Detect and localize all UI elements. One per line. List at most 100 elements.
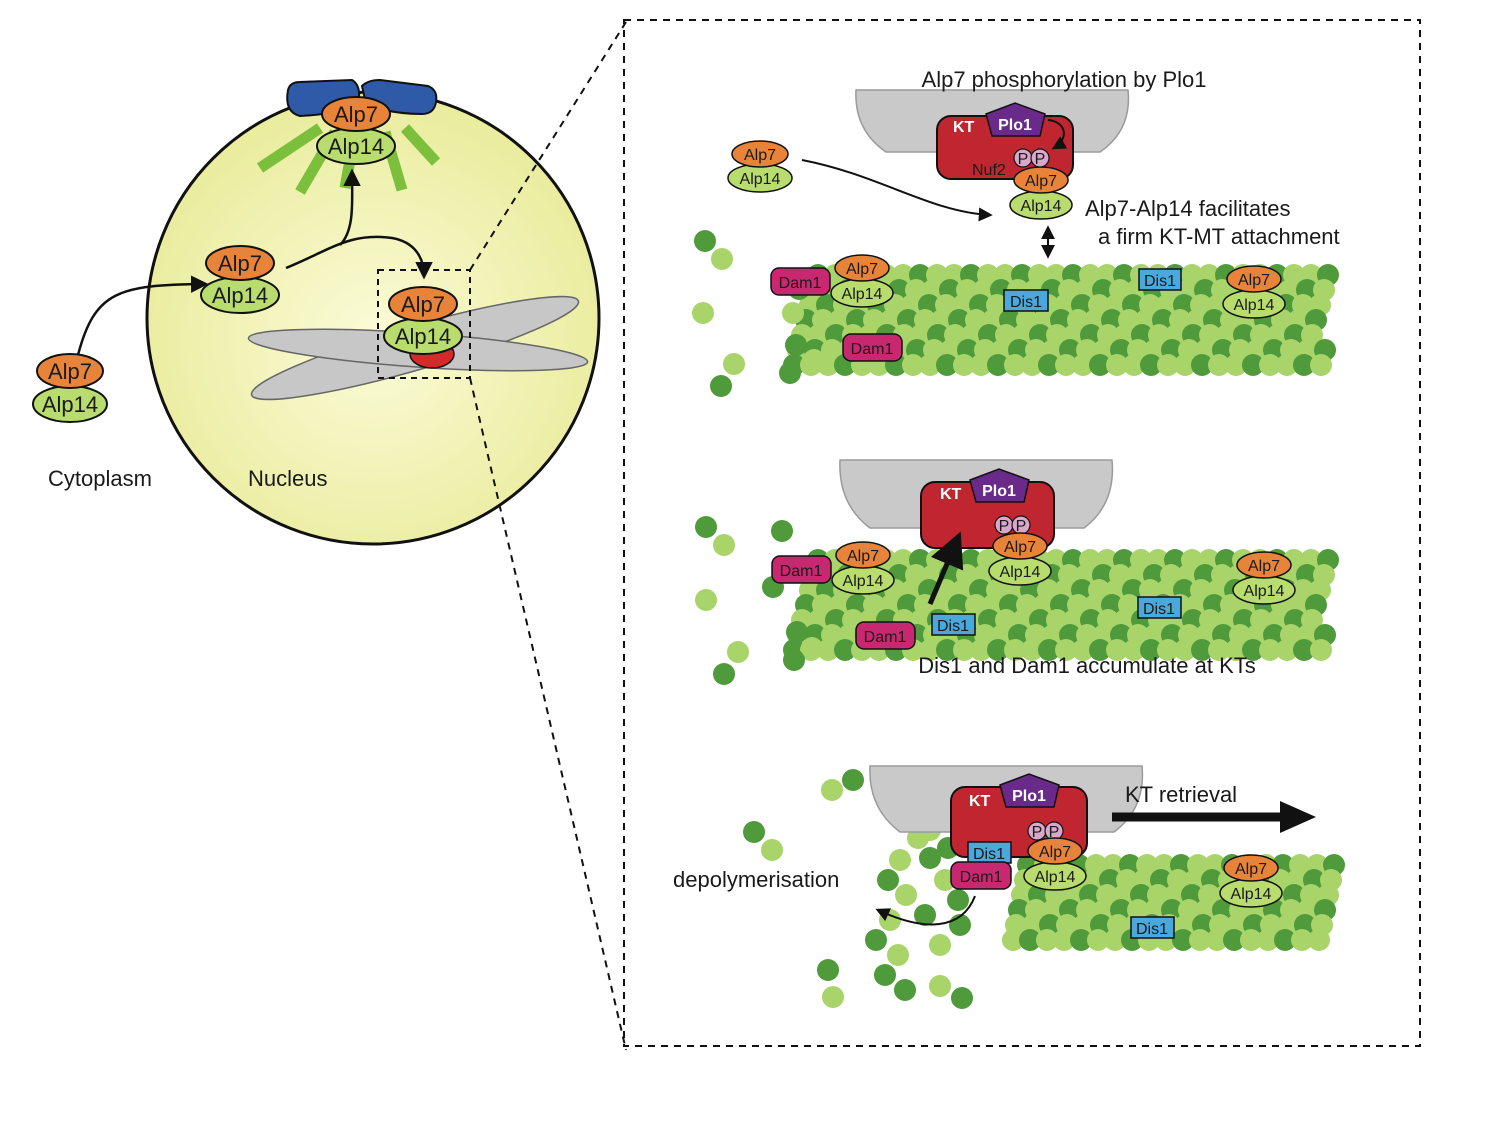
tubulin-subunit <box>951 987 973 1009</box>
tubulin-subunit <box>713 663 735 685</box>
tubulin-subunit <box>1225 354 1247 376</box>
phospho-label: P <box>1049 824 1060 841</box>
alp-complex-mt3-b: Alp7 Alp14 <box>1219 854 1283 908</box>
tubulin-subunit <box>803 349 825 371</box>
alp7-label: Alp7 <box>1238 272 1270 289</box>
plo1-pentagon-1 <box>985 102 1046 137</box>
tubulin-subunit <box>1259 639 1281 661</box>
tubulin-subunit <box>1274 929 1296 951</box>
panel-accumulation: KT Plo1 P P Alp7 Alp14 Dam1 Dam1 Dis1 <box>695 459 1339 685</box>
caption-depolymerisation: depolymerisation <box>673 867 839 892</box>
tubulin-subunit <box>1106 639 1128 661</box>
dis1-label: Dis1 <box>1144 273 1176 290</box>
tubulin-subunit <box>947 889 969 911</box>
tubulin-subunit <box>1242 354 1264 376</box>
tubulin-subunit <box>711 248 733 270</box>
alp-complex-mt1-a: Alp7 Alp14 <box>830 254 894 308</box>
arrow-to-kinetochore <box>285 235 433 280</box>
tubulin-subunit <box>779 362 801 384</box>
alp14-label: Alp14 <box>843 573 884 590</box>
plo1-label: Plo1 <box>982 483 1016 500</box>
dis1-label: Dis1 <box>1143 601 1175 618</box>
alp7-label: Alp7 <box>1248 558 1280 575</box>
plo1-label: Plo1 <box>1012 788 1046 805</box>
phospho-label: P <box>1016 518 1027 535</box>
dam1-label: Dam1 <box>780 563 823 580</box>
tubulin-subunit <box>786 621 808 643</box>
tubulin-subunit <box>1157 354 1179 376</box>
free-tubulin-1 <box>692 230 825 397</box>
alp14-label: Alp14 <box>212 283 268 308</box>
tubulin-subunit <box>929 934 951 956</box>
tubulin-subunit <box>821 779 843 801</box>
free-tubulin-3 <box>743 769 973 1009</box>
tubulin-subunit <box>1021 354 1043 376</box>
tubulin-subunit <box>1004 354 1026 376</box>
alp7-label: Alp7 <box>401 292 445 317</box>
tubulin-subunit <box>1055 354 1077 376</box>
tubulin-subunit <box>953 354 975 376</box>
tubulin-subunit <box>692 302 714 324</box>
alp-complex-panel1-kt: Alp7 Alp14 <box>1009 166 1073 220</box>
panel-retrieval: KT Plo1 P P Alp7 Alp14 Dis1 Dam1 Dis1 <box>673 765 1345 1009</box>
dis1-tag: Dis1 <box>967 841 1012 864</box>
dis1-label: Dis1 <box>973 846 1005 863</box>
alp7-label: Alp7 <box>48 359 92 384</box>
free-tubulin-2 <box>695 516 823 685</box>
tubulin-subunit <box>785 334 807 356</box>
tubulin-subunit <box>822 986 844 1008</box>
tubulin-subunit <box>1140 354 1162 376</box>
phospho-group-3: P P <box>1027 821 1064 841</box>
dam1-tag: Dam1 <box>771 555 832 584</box>
dis1-label: Dis1 <box>1010 294 1042 311</box>
tubulin-subunit <box>694 230 716 252</box>
dam1-label: Dam1 <box>864 629 907 646</box>
tubulin-subunit <box>817 959 839 981</box>
dam1-label: Dam1 <box>779 275 822 292</box>
dam1-tag: Dam1 <box>842 333 903 362</box>
tubulin-subunit <box>1053 929 1075 951</box>
alp7-label: Alp7 <box>847 548 879 565</box>
tubulin-subunit <box>1019 929 1041 951</box>
kt-label: KT <box>969 793 991 810</box>
caption-retrieval: KT retrieval <box>1125 782 1237 807</box>
tubulin-subunit <box>1004 639 1026 661</box>
tubulin-subunit <box>1021 639 1043 661</box>
phospho-label: P <box>999 518 1010 535</box>
tubulin-subunit <box>1242 639 1264 661</box>
tubulin-subunit <box>1189 929 1211 951</box>
tubulin-subunit <box>783 649 805 671</box>
kt-label: KT <box>940 486 962 503</box>
alp-complex-entering: Alp7 Alp14 <box>200 245 280 314</box>
tubulin-subunit <box>1257 929 1279 951</box>
tubulin-subunit <box>919 639 941 661</box>
tubulin-subunit <box>695 589 717 611</box>
tubulin-subunit <box>1223 929 1245 951</box>
tubulin-subunit <box>1310 639 1332 661</box>
alp14-label: Alp14 <box>842 286 883 303</box>
alp7-label: Alp7 <box>218 251 262 276</box>
caption-accumulate: Dis1 and Dam1 accumulate at KTs <box>918 653 1256 678</box>
depolymerisation-arrow <box>875 895 976 926</box>
tubulin-subunit <box>782 302 804 324</box>
tubulin-subunit <box>1240 929 1262 951</box>
phospho-group-1: P P <box>1013 148 1050 168</box>
alp14-label: Alp14 <box>1231 886 1272 903</box>
alp-complex-mt1-b: Alp7 Alp14 <box>1222 265 1286 319</box>
alp-complex-panel1-free: Alp7 Alp14 <box>727 140 793 193</box>
alp-complex-cytoplasm: Alp7 Alp14 <box>32 353 108 423</box>
tubulin-subunit <box>1070 929 1092 951</box>
tubulin-subunit <box>1038 639 1060 661</box>
tubulin-subunit <box>1259 354 1281 376</box>
alp-complex-kinetochore: Alp7 Alp14 <box>383 286 463 355</box>
tubulin-subunit <box>1036 929 1058 951</box>
tubulin-subunit <box>895 884 917 906</box>
dam1-tag: Dam1 <box>770 267 831 296</box>
tubulin-subunit <box>801 637 823 659</box>
alp14-label: Alp14 <box>1035 869 1076 886</box>
tubulin-subunit <box>1174 639 1196 661</box>
dam1-tag: Dam1 <box>950 861 1012 890</box>
tubulin-subunit <box>936 639 958 661</box>
alp14-label: Alp14 <box>1244 583 1285 600</box>
